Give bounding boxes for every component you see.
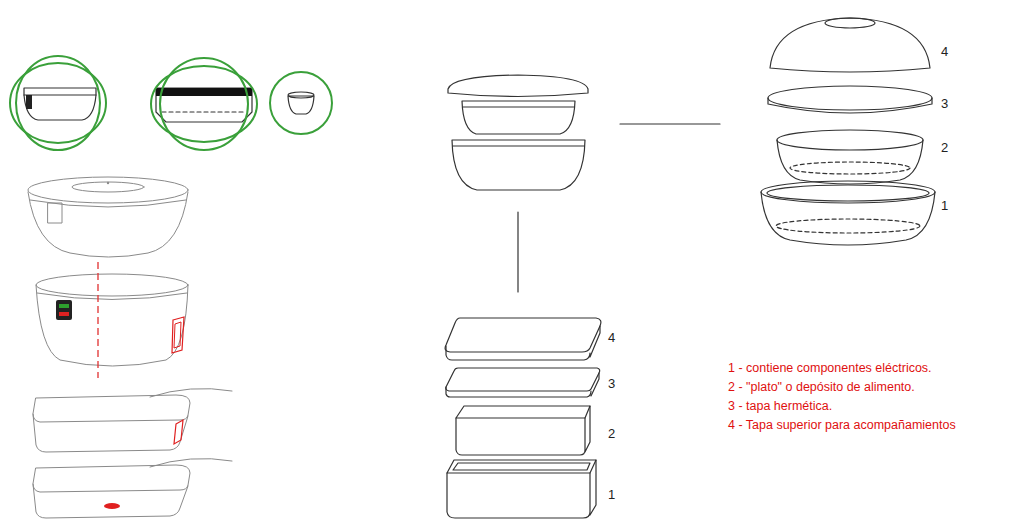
- base-bowl: [452, 140, 585, 190]
- bowl-rim: [761, 181, 935, 203]
- cup-lid: [288, 92, 314, 98]
- plate-rim: [463, 106, 574, 107]
- sketch-round-lidded: [28, 177, 188, 257]
- callout-number: 3: [608, 377, 615, 391]
- food-plate: [462, 101, 575, 134]
- callout-number: 4: [941, 45, 948, 59]
- latch-tab: [48, 203, 62, 223]
- icon-banded-box: [151, 58, 257, 150]
- note-text: 1 - contiene componentes eléctricos.: [728, 362, 932, 376]
- highlight-ellipse: [16, 56, 100, 150]
- bowl-outline: [24, 88, 96, 120]
- dome-knob: [825, 18, 875, 28]
- red-led: [104, 503, 120, 509]
- red-button-inner: [174, 322, 181, 348]
- box-outline: [156, 88, 252, 122]
- plate-body: [777, 140, 923, 184]
- callout-number: 3: [941, 97, 948, 111]
- rim-line: [37, 293, 187, 300]
- top-ellipse: [36, 274, 188, 296]
- black-band: [156, 88, 252, 96]
- callout-number: 4: [608, 331, 615, 345]
- sketch-rect-led: [33, 459, 232, 518]
- plate-body: [456, 406, 590, 455]
- icon-round-bowl: [10, 56, 106, 150]
- note-text: 2 - "plato" o depósito de alimento.: [728, 381, 915, 395]
- lid-ellipse: [28, 177, 188, 203]
- axis-line: [97, 262, 98, 378]
- note-text: 3 - tapa hermética.: [728, 400, 832, 414]
- assembled-view: [448, 75, 588, 190]
- sealed-lid: [446, 368, 600, 391]
- lid-outline: [33, 395, 190, 422]
- green-indicator: [59, 304, 69, 308]
- bowl-body: [761, 192, 935, 245]
- plate-base-hidden: [790, 162, 910, 174]
- lid-ring: [72, 182, 144, 192]
- sealed-lid-edge: [768, 98, 932, 113]
- sketch-round-indicators: [36, 262, 188, 378]
- sketch-rect-button: [33, 389, 232, 452]
- callout-number: 1: [608, 488, 615, 502]
- red-button: [172, 317, 184, 353]
- note-text: 4 - Tapa superior para acompañamientos: [728, 419, 956, 433]
- top-lid-edge: [446, 326, 600, 360]
- exploded-rect: [445, 318, 601, 518]
- cup-outline: [288, 96, 314, 114]
- plate-top: [456, 406, 590, 418]
- box-body: [33, 414, 188, 452]
- dome-lid: [770, 18, 930, 72]
- bowl-body: [28, 192, 188, 257]
- sealed-lid-edge: [446, 373, 599, 397]
- red-indicator: [59, 312, 69, 316]
- sealed-lid: [768, 86, 932, 110]
- callout-number: 2: [941, 141, 948, 155]
- bowl-inner-rim: [767, 185, 929, 201]
- dashed-line: [162, 111, 246, 112]
- base-inner-rim: [453, 463, 590, 470]
- red-button: [174, 420, 183, 444]
- rim-line: [24, 94, 96, 95]
- base-body: [447, 460, 596, 518]
- cable: [150, 389, 232, 397]
- callout-number: 2: [608, 427, 615, 441]
- box-body: [33, 484, 188, 518]
- base-top: [447, 460, 596, 473]
- handle-tab: [26, 95, 32, 109]
- cable: [150, 459, 232, 467]
- highlight-ellipse: [160, 58, 248, 150]
- top-lid: [448, 75, 588, 97]
- lid-outline: [33, 465, 190, 492]
- callout-number: 1: [941, 199, 948, 213]
- bowl-rim: [453, 145, 584, 146]
- top-lid: [445, 318, 601, 352]
- plate-rim: [777, 130, 923, 150]
- bowl-base-hidden: [776, 219, 920, 233]
- exploded-round: [761, 18, 935, 245]
- lid-dot: [107, 182, 109, 184]
- container-body: [36, 285, 188, 366]
- view-link-line: [620, 123, 720, 124]
- icon-small-cup: [270, 72, 332, 134]
- indicator-panel: [56, 300, 72, 320]
- highlight-circle: [270, 72, 332, 134]
- view-link-line: [517, 212, 518, 292]
